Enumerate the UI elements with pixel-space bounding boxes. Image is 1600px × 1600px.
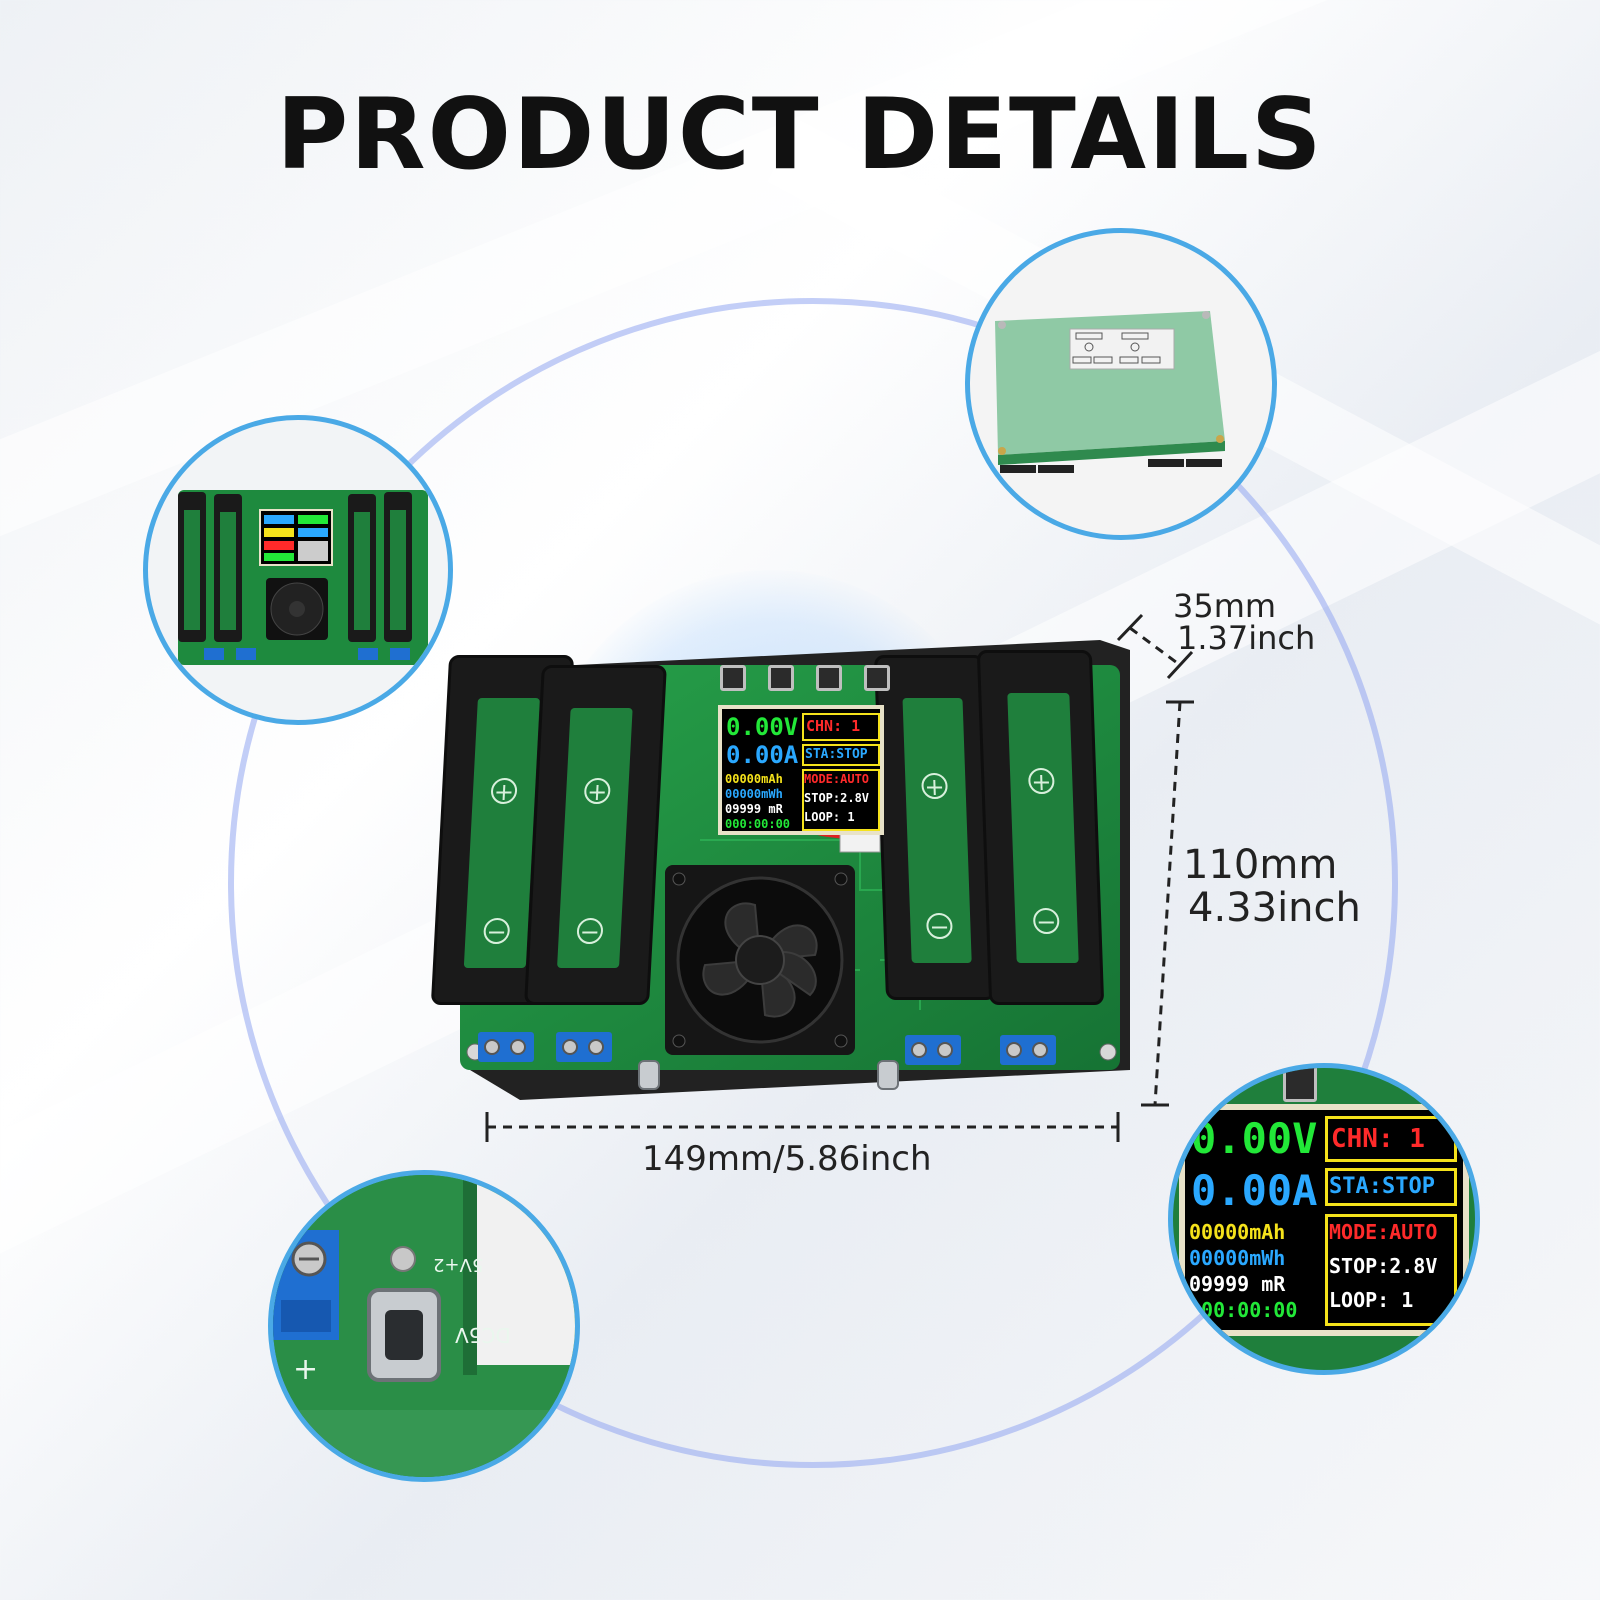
detail-bubble-top-view (143, 415, 453, 725)
detail-bubble-bottom-view (965, 228, 1277, 540)
closeup-lcd-energy: 00000mWh (1189, 1246, 1286, 1270)
closeup-lcd-status: STA:STOP (1329, 1174, 1435, 1199)
lcd-energy: 00000mWh (725, 787, 783, 801)
height-inch-label: 1.37inch (1177, 619, 1316, 657)
lcd-status-box (802, 744, 880, 766)
screw-terminal-2 (556, 1032, 612, 1062)
lcd-time: 000:00:00 (725, 817, 791, 831)
detail-bubble-lcd-closeup: 0.00V 0.00A CHN: 1 STA:STOP 00000mAh 000… (1168, 1063, 1480, 1375)
lcd-loop: LOOP: 1 (804, 810, 855, 824)
closeup-lcd-stop: STOP:2.8V (1329, 1254, 1438, 1278)
screw-icon (562, 1039, 578, 1055)
control-button-2[interactable] (768, 665, 794, 691)
lcd-mode: MODE:AUTO (804, 772, 870, 786)
screw-icon (484, 1039, 500, 1055)
lcd-voltage: 0.00V (726, 713, 799, 741)
lcd-current: 0.00A (726, 741, 799, 769)
bottom-view-board (995, 311, 1225, 473)
closeup-lcd-capacity: 00000mAh (1189, 1220, 1286, 1244)
width-label: 149mm/5.86inch (642, 1139, 932, 1179)
lcd-capacity: 00000mAh (725, 772, 783, 786)
closeup-lcd-screen: 0.00V 0.00A CHN: 1 STA:STOP 00000mAh 000… (1179, 1104, 1469, 1336)
screw-icon (510, 1039, 526, 1055)
power-port-label: 5V+2 (433, 1254, 484, 1275)
screw-icon (1006, 1042, 1022, 1058)
screw-terminal-1 (478, 1032, 534, 1062)
depth-mm-label: 110mm (1183, 842, 1338, 888)
lcd-channel: CHN: 1 (806, 717, 861, 735)
height-mm-label: 35mm (1173, 587, 1277, 625)
screw-terminal-4 (1000, 1035, 1056, 1065)
screw-icon (911, 1042, 927, 1058)
lcd-channel-box (802, 713, 880, 741)
main-lcd-screen: 0.00V 0.00A CHN: 1 STA:STOP 00000mAh 000… (718, 705, 884, 835)
closeup-lcd-mode-box (1325, 1214, 1457, 1326)
usb-port-closeup (273, 1175, 575, 1477)
closeup-lcd-voltage: 0.00V (1191, 1114, 1318, 1163)
lcd-resistance: 09999 mR (725, 802, 783, 816)
closeup-lcd-channel: CHN: 1 (1331, 1124, 1425, 1154)
top-view-board (178, 490, 428, 665)
lcd-status: STA:STOP (805, 747, 868, 762)
closeup-lcd-time: 000:00:00 (1189, 1298, 1298, 1322)
lcd-mode-box (802, 769, 880, 831)
lcd-stop: STOP:2.8V (804, 791, 870, 805)
screw-icon (1032, 1042, 1048, 1058)
terminal-plus-label: + (293, 1352, 319, 1387)
control-button-4[interactable] (864, 665, 890, 691)
usb-c-port-left[interactable] (638, 1060, 660, 1090)
closeup-lcd-resistance: 09999 mR (1189, 1272, 1286, 1296)
screw-terminal-3 (905, 1035, 961, 1065)
usb-c-port-right[interactable] (877, 1060, 899, 1090)
detail-bubble-usb-port: DC5V 5V+2 + (268, 1170, 580, 1482)
outer-ring (228, 298, 1398, 1468)
closeup-lcd-channel-box (1325, 1116, 1457, 1162)
control-button-1[interactable] (720, 665, 746, 691)
page-title: PRODUCT DETAILS (276, 78, 1324, 192)
closeup-lcd-loop: LOOP: 1 (1329, 1288, 1414, 1312)
control-button-3[interactable] (816, 665, 842, 691)
closeup-lcd-mode: MODE:AUTO (1329, 1220, 1438, 1244)
closeup-control-button[interactable] (1283, 1068, 1317, 1102)
dc-port-label: DC5V (455, 1323, 511, 1347)
depth-inch-label: 4.33inch (1188, 885, 1361, 931)
closeup-lcd-status-box (1325, 1168, 1457, 1206)
screw-icon (588, 1039, 604, 1055)
screw-icon (937, 1042, 953, 1058)
cooling-fan (665, 865, 855, 1055)
closeup-lcd-current: 0.00A (1191, 1166, 1318, 1215)
